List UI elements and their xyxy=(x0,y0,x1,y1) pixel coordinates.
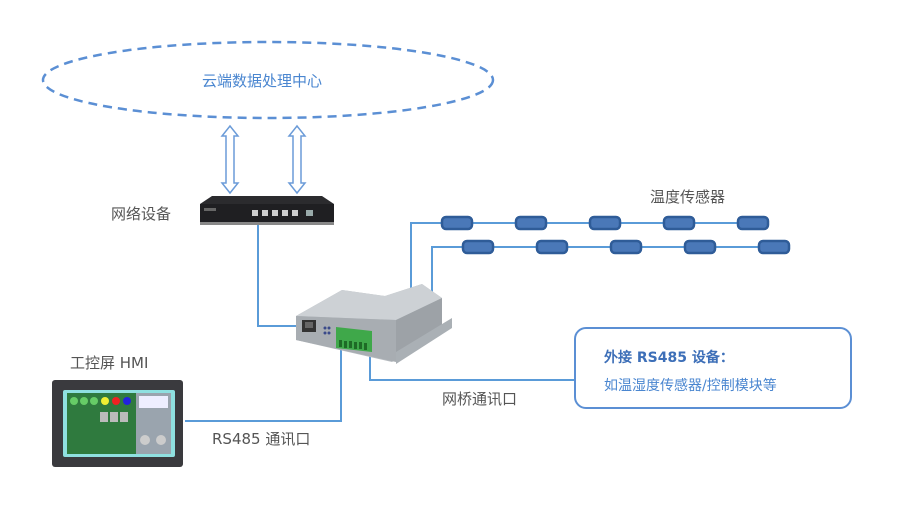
temperature-sensor-label: 温度传感器 xyxy=(650,188,726,206)
temperature-sensor-node xyxy=(736,215,770,231)
temperature-sensor-node xyxy=(588,215,622,231)
bridge-gateway-device-image xyxy=(296,284,452,364)
sensor-row-1 xyxy=(440,215,770,231)
router-to-bridge-line xyxy=(257,225,296,327)
temperature-sensor-node xyxy=(609,239,643,255)
temperature-sensor-node xyxy=(461,239,495,255)
temperature-sensor-node xyxy=(683,239,717,255)
network-device-label: 网络设备 xyxy=(111,205,172,223)
bidirectional-arrow-left xyxy=(220,124,240,195)
rs485-port-label: RS485 通讯口 xyxy=(212,430,311,448)
temperature-sensor-node xyxy=(535,239,569,255)
sensor-bus-line-1 xyxy=(410,222,766,300)
network-router-image xyxy=(200,196,334,225)
temperature-sensor-node xyxy=(662,215,696,231)
callout-title: 外接 RS485 设备： xyxy=(604,350,734,366)
external-rs485-device-callout: 外接 RS485 设备： 如温湿度传感器/控制模块等 xyxy=(574,327,852,409)
bidirectional-arrow-right xyxy=(287,124,307,195)
temperature-sensor-node xyxy=(514,215,548,231)
temperature-sensor-node xyxy=(757,239,791,255)
bridge-to-hmi-line xyxy=(185,348,342,422)
temperature-sensor-node xyxy=(440,215,474,231)
sensor-bus-line-2 xyxy=(431,246,787,300)
bridge-to-rs485-device-line xyxy=(369,355,574,381)
hmi-touchscreen-image xyxy=(52,380,183,467)
bridge-port-label: 网桥通讯口 xyxy=(442,390,518,408)
cloud-data-center-label: 云端数据处理中心 xyxy=(202,72,323,90)
cloud-ellipse xyxy=(41,40,495,120)
callout-body: 如温湿度传感器/控制模块等 xyxy=(604,378,777,394)
hmi-label: 工控屏 HMI xyxy=(70,354,149,372)
sensor-row-2 xyxy=(461,239,791,255)
